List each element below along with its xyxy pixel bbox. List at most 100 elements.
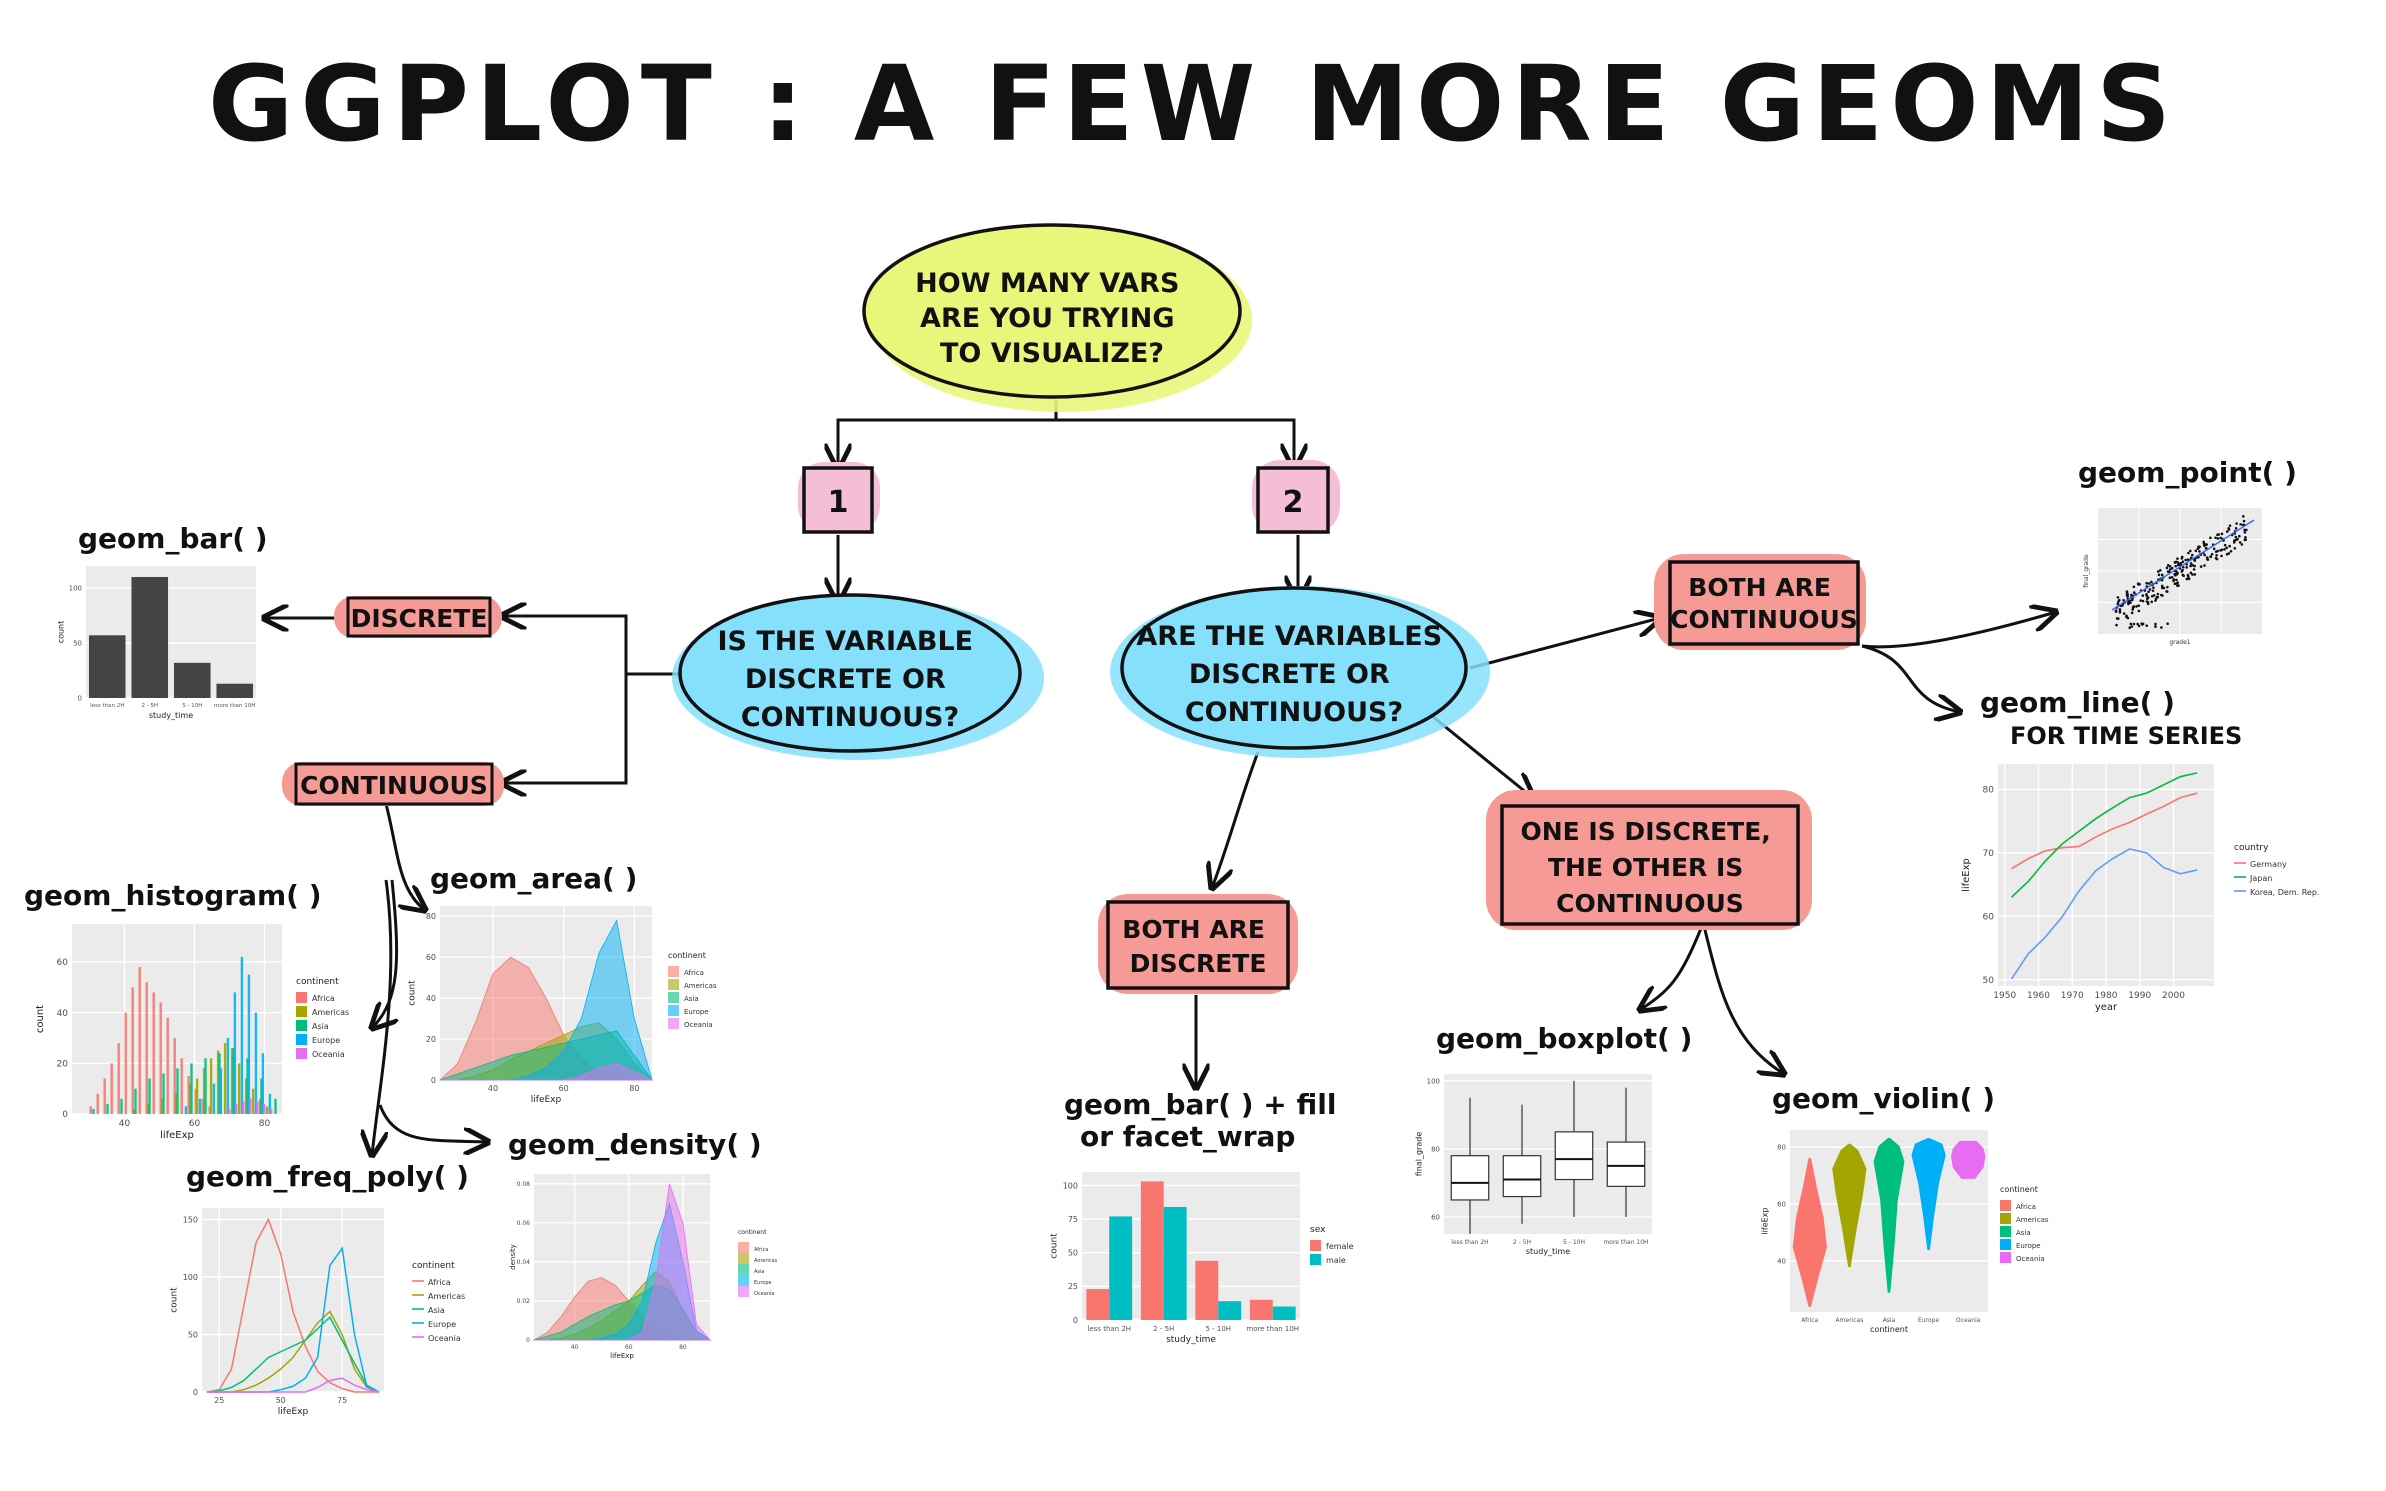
label-for-time-series: FOR TIME SERIES: [2010, 722, 2242, 750]
scatter-point: [2227, 527, 2230, 530]
scatter-point: [2156, 570, 2160, 573]
histogram-bar: [249, 1098, 252, 1114]
x-axis-label: grade1: [2169, 639, 2190, 646]
scatter-point: [2186, 558, 2190, 561]
scatter-point: [2145, 624, 2149, 627]
y-tick-label: 40: [1777, 1257, 1786, 1265]
histogram-bar: [89, 1106, 92, 1114]
histogram-bar: [228, 1108, 231, 1114]
x-tick-label: 80: [679, 1344, 687, 1351]
histogram-bar: [194, 1088, 197, 1114]
scatter-point: [2210, 552, 2214, 556]
legend-label: Asia: [312, 1022, 329, 1031]
histogram-bar: [212, 1083, 216, 1114]
y-tick-label: 60: [426, 953, 436, 962]
histogram-bar: [173, 1038, 176, 1114]
x-tick-label: 25: [214, 1396, 224, 1405]
histogram-bar: [174, 1093, 178, 1114]
y-axis-label: lifeExp: [1761, 1207, 1770, 1234]
scatter-point: [2158, 569, 2162, 572]
scatter-point: [2132, 585, 2136, 589]
geom-labels: geom_bar( ) geom_histogram( ) geom_area(…: [24, 456, 2297, 1193]
box-body: [1606, 1141, 1646, 1187]
x-tick-label: more than 10H: [1603, 1239, 1648, 1246]
legend-label: Asia: [684, 995, 699, 1003]
x-axis-label: lifeExp: [278, 1407, 309, 1417]
node-are-variables-discrete-line-3: CONTINUOUS?: [1185, 697, 1403, 728]
scatter-point: [2215, 554, 2218, 557]
svg-text:BOTH ARE CONTINUOUS: BOTH ARE CONTINUOUS: [1670, 573, 1858, 634]
scatter-point: [2176, 557, 2179, 560]
scatter-point: [2240, 543, 2244, 546]
scatter-point: [2132, 591, 2136, 594]
scatter-point: [2175, 578, 2178, 582]
scatter-point: [2189, 564, 2192, 568]
y-tick-label: 25: [1068, 1282, 1078, 1291]
scatter-point: [2139, 599, 2142, 602]
scatter-point: [2189, 562, 2193, 565]
legend-label: Africa: [312, 994, 335, 1003]
scatter-point: [2239, 523, 2242, 526]
scatter-point: [2129, 622, 2133, 626]
smooth-line: [2111, 519, 2255, 611]
legend-label: Americas: [312, 1008, 349, 1017]
x-tick-label: Asia: [1883, 1317, 1896, 1324]
y-axis-label: count: [1049, 1233, 1059, 1259]
scatter-point: [2118, 609, 2122, 613]
scatter-point: [2118, 608, 2122, 611]
freqpoly-series: [206, 1310, 380, 1393]
node-one: 1: [798, 462, 880, 534]
scatter-point: [2225, 530, 2229, 533]
bar: [1195, 1260, 1219, 1320]
y-tick-label: 0: [193, 1388, 198, 1397]
scatter-point: [2181, 565, 2185, 569]
scatter-point: [2176, 581, 2180, 584]
scatter-point: [2181, 560, 2185, 564]
node-one-discrete-line-2: THE OTHER IS: [1548, 853, 1743, 882]
scatter-point: [2135, 605, 2138, 608]
histogram-bar: [131, 987, 134, 1114]
legend-title: continent: [738, 1229, 767, 1236]
legend-label: Europe: [754, 1280, 772, 1286]
scatter-point: [2174, 573, 2177, 577]
violin-shape: [1832, 1143, 1867, 1267]
legend-title: continent: [668, 951, 706, 960]
x-tick-label: 1960: [2027, 991, 2050, 1001]
histogram-bar: [201, 1098, 204, 1114]
node-two-label: 2: [1283, 485, 1304, 520]
y-tick-label: 70: [1983, 849, 1995, 859]
legend-key: [668, 992, 679, 1003]
scatter-point: [2166, 564, 2170, 567]
node-both-discrete: BOTH ARE DISCRETE: [1098, 894, 1298, 994]
histogram-bar: [270, 1108, 273, 1114]
y-tick-label: 80: [1777, 1144, 1786, 1152]
scatter-point: [2145, 593, 2148, 596]
y-tick-label: 0.06: [517, 1220, 531, 1227]
scatter-point: [2177, 584, 2180, 587]
scatter-point: [2185, 566, 2188, 569]
node-are-variables-discrete-line-2: DISCRETE OR: [1189, 659, 1390, 690]
node-two: 2: [1252, 460, 1340, 534]
legend-key: [738, 1275, 749, 1286]
x-axis-label: year: [2095, 1002, 2118, 1013]
legend-label: Americas: [2016, 1216, 2049, 1224]
y-axis-label: lifeExp: [1961, 858, 1972, 892]
legend-key: [296, 1006, 307, 1017]
bar: [1218, 1301, 1242, 1320]
histogram-bar: [134, 1088, 137, 1114]
scatter-point: [2234, 527, 2238, 530]
legend-label: Oceania: [428, 1334, 461, 1343]
node-both-continuous: BOTH ARE CONTINUOUS: [1654, 554, 1866, 650]
scatter-point: [2197, 555, 2200, 559]
histogram-bar: [242, 1101, 245, 1114]
legend-label: Europe: [428, 1320, 456, 1329]
node-are-variables-discrete: ARE THE VARIABLES DISCRETE OR CONTINUOUS…: [1110, 586, 1490, 758]
label-geom-violin: geom_violin( ): [1772, 1082, 1995, 1115]
legend-key: [2000, 1252, 2011, 1263]
legend-key: [2000, 1226, 2011, 1237]
histogram-bar: [146, 1103, 150, 1114]
scatter-point: [2196, 547, 2200, 551]
node-both-continuous-line-2: CONTINUOUS: [1670, 605, 1858, 634]
scatter-point: [2193, 573, 2197, 576]
